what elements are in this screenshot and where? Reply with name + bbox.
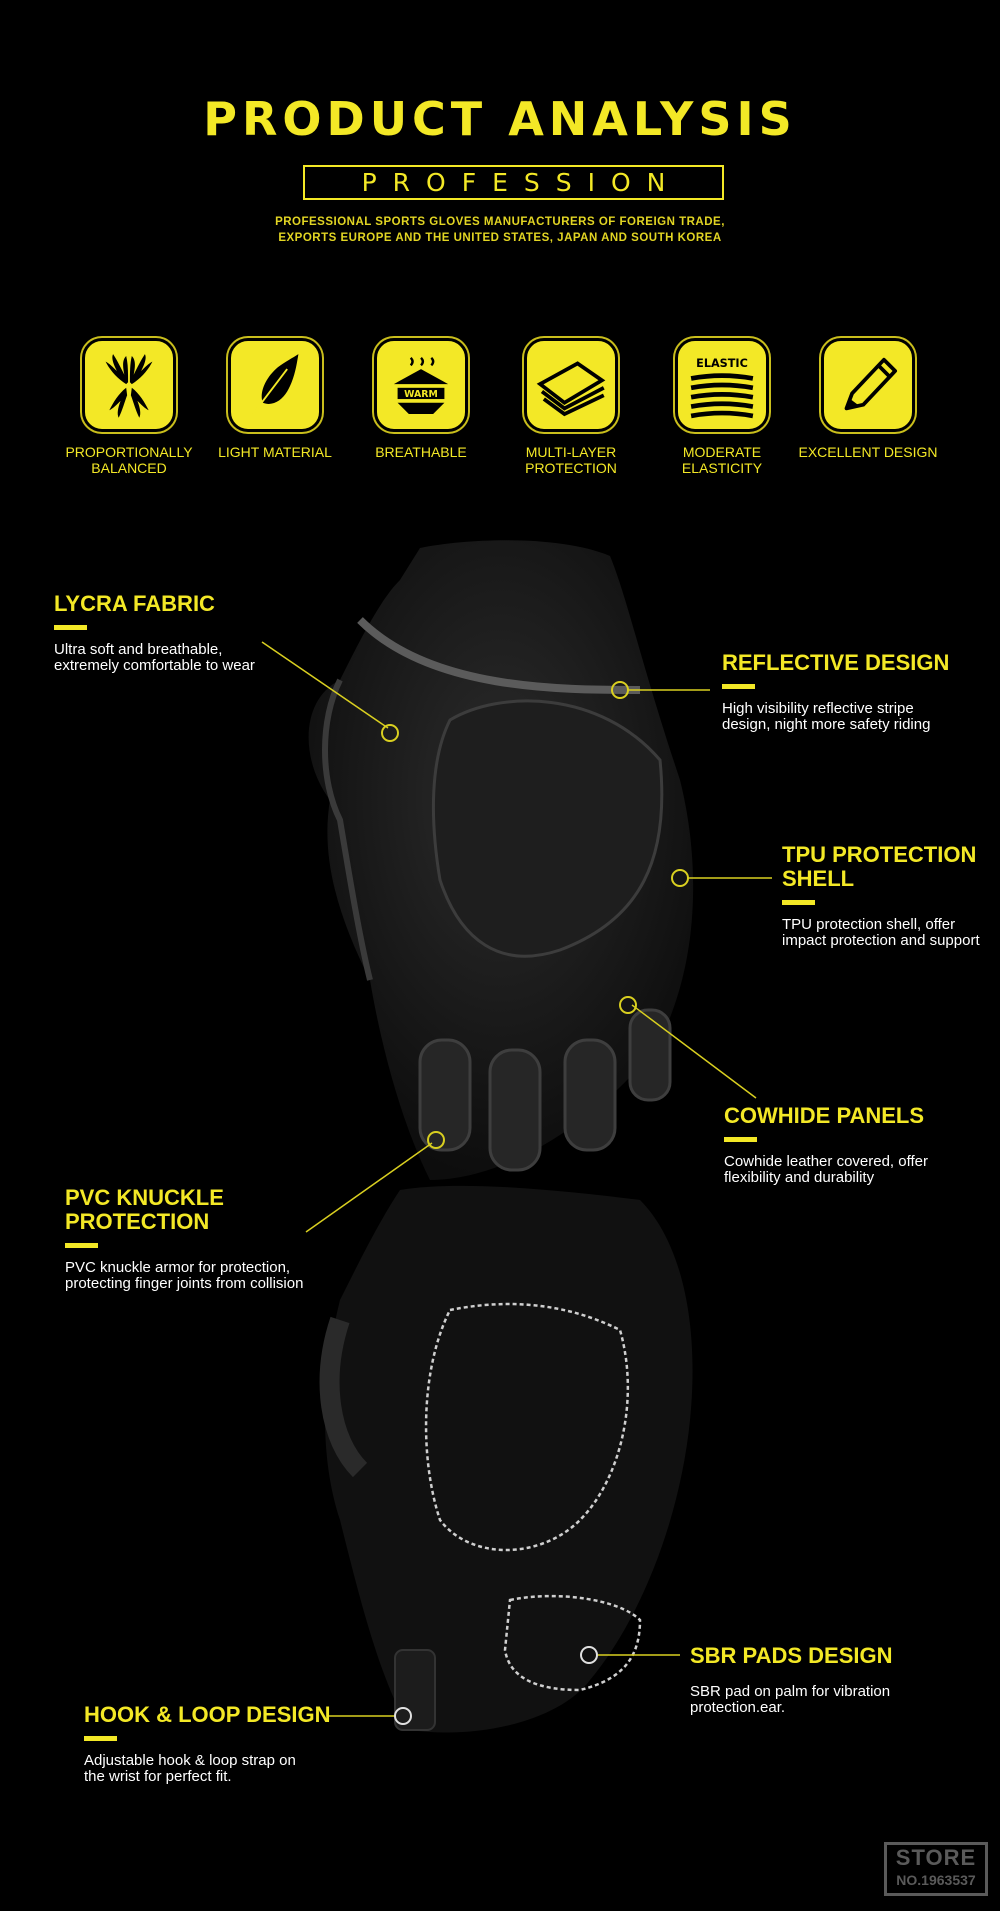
callout-tpu: TPU PROTECTION SHELL TPU protection shel… — [782, 843, 982, 949]
pvc-connector — [305, 1142, 433, 1233]
wrist-strap — [394, 1649, 436, 1731]
callout-title: PVC KNUCKLE PROTECTION — [65, 1185, 224, 1234]
top-glove — [308, 540, 694, 1180]
callout-title: LYCRA FABRIC — [54, 591, 215, 616]
pencil-icon — [821, 338, 915, 432]
bottom-glove — [319, 1185, 693, 1733]
feature-label: MODERATE ELASTICITY — [681, 444, 763, 476]
store-label: STORE — [895, 1845, 977, 1870]
feature-label: PROPORTIONALLY BALANCED — [65, 444, 193, 476]
sbr-point — [580, 1646, 598, 1664]
feather-icon — [228, 338, 322, 432]
lycra-point — [381, 724, 399, 742]
callout-title: HOOK & LOOP DESIGN — [84, 1702, 331, 1727]
page-title: PRODUCT ANALYSIS — [203, 92, 797, 146]
intro-line-1: PROFESSIONAL SPORTS GLOVES MANUFACTURERS… — [275, 216, 725, 228]
callout-desc: Adjustable hook & loop strap on the wris… — [84, 1752, 296, 1785]
warm-icon-text: WARM — [404, 389, 438, 400]
callout-lycra: LYCRA FABRIC Ultra soft and breathable, … — [54, 592, 264, 674]
elastic-icon: ELASTIC — [675, 338, 769, 432]
layers-icon — [524, 338, 618, 432]
cowhide-point — [619, 996, 637, 1014]
pvc-point — [427, 1131, 445, 1149]
store-number: NO.1963537 — [896, 1872, 976, 1888]
callout-title: SBR PADS DESIGN — [690, 1643, 893, 1668]
feature-label: LIGHT MATERIAL — [218, 444, 332, 460]
callout-desc: Cowhide leather covered, offer flexibili… — [724, 1153, 929, 1186]
tpu-shell — [431, 699, 664, 958]
sbr-pad — [503, 1594, 642, 1692]
elastic-icon-text: ELASTIC — [696, 357, 748, 370]
callout-cowhide: COWHIDE PANELS Cowhide leather covered, … — [724, 1104, 964, 1186]
lycra-connector — [261, 641, 389, 729]
tpu-point — [671, 869, 689, 887]
callout-bar — [84, 1736, 117, 1741]
callout-desc: SBR pad on palm for vibration protection… — [690, 1683, 891, 1716]
callout-reflective: REFLECTIVE DESIGN High visibility reflec… — [722, 651, 962, 733]
balanced-hands-icon — [82, 338, 176, 432]
callout-title: COWHIDE PANELS — [724, 1103, 925, 1128]
callout-desc: High visibility reflective stripe design… — [722, 700, 931, 733]
callout-hook: HOOK & LOOP DESIGN Adjustable hook & loo… — [84, 1703, 334, 1785]
feature-label: MULTI-LAYER PROTECTION — [525, 444, 617, 476]
callout-bar — [54, 625, 87, 630]
reflective-point — [611, 681, 629, 699]
callout-bar — [722, 684, 755, 689]
cowhide-connector — [631, 1004, 757, 1099]
callout-title: REFLECTIVE DESIGN — [722, 650, 950, 675]
intro-line-2: EXPORTS EUROPE AND THE UNITED STATES, JA… — [278, 232, 722, 244]
feature-label: BREATHABLE — [375, 444, 467, 460]
callout-pvc: PVC KNUCKLE PROTECTION PVC knuckle armor… — [65, 1186, 325, 1292]
callout-bar — [782, 900, 815, 905]
knuckle-pads — [418, 1008, 672, 1172]
callout-bar — [724, 1137, 757, 1142]
subtitle-frame: PROFESSION — [303, 165, 724, 200]
feature-label: EXCELLENT DESIGN — [798, 444, 938, 460]
palm-stitching — [424, 1302, 630, 1552]
callout-desc: PVC knuckle armor for protection, protec… — [65, 1259, 304, 1292]
store-stamp: STORE NO.1963537 — [884, 1842, 988, 1896]
glove-illustration — [261, 540, 772, 1733]
callout-desc: TPU protection shell, offer impact prote… — [782, 916, 980, 949]
hook-point — [394, 1707, 412, 1725]
reflective-stripe — [357, 617, 641, 694]
intro-text: PROFESSIONAL SPORTS GLOVES MANUFACTURERS… — [0, 214, 1000, 246]
warm-icon: WARM — [374, 338, 468, 432]
callout-desc: Ultra soft and breathable, extremely com… — [54, 641, 255, 674]
callout-sbr: SBR PADS DESIGN SBR pad on palm for vibr… — [690, 1644, 940, 1716]
subtitle: PROFESSION — [361, 168, 682, 197]
callout-bar — [65, 1243, 98, 1248]
callout-title: TPU PROTECTION SHELL — [782, 842, 977, 891]
